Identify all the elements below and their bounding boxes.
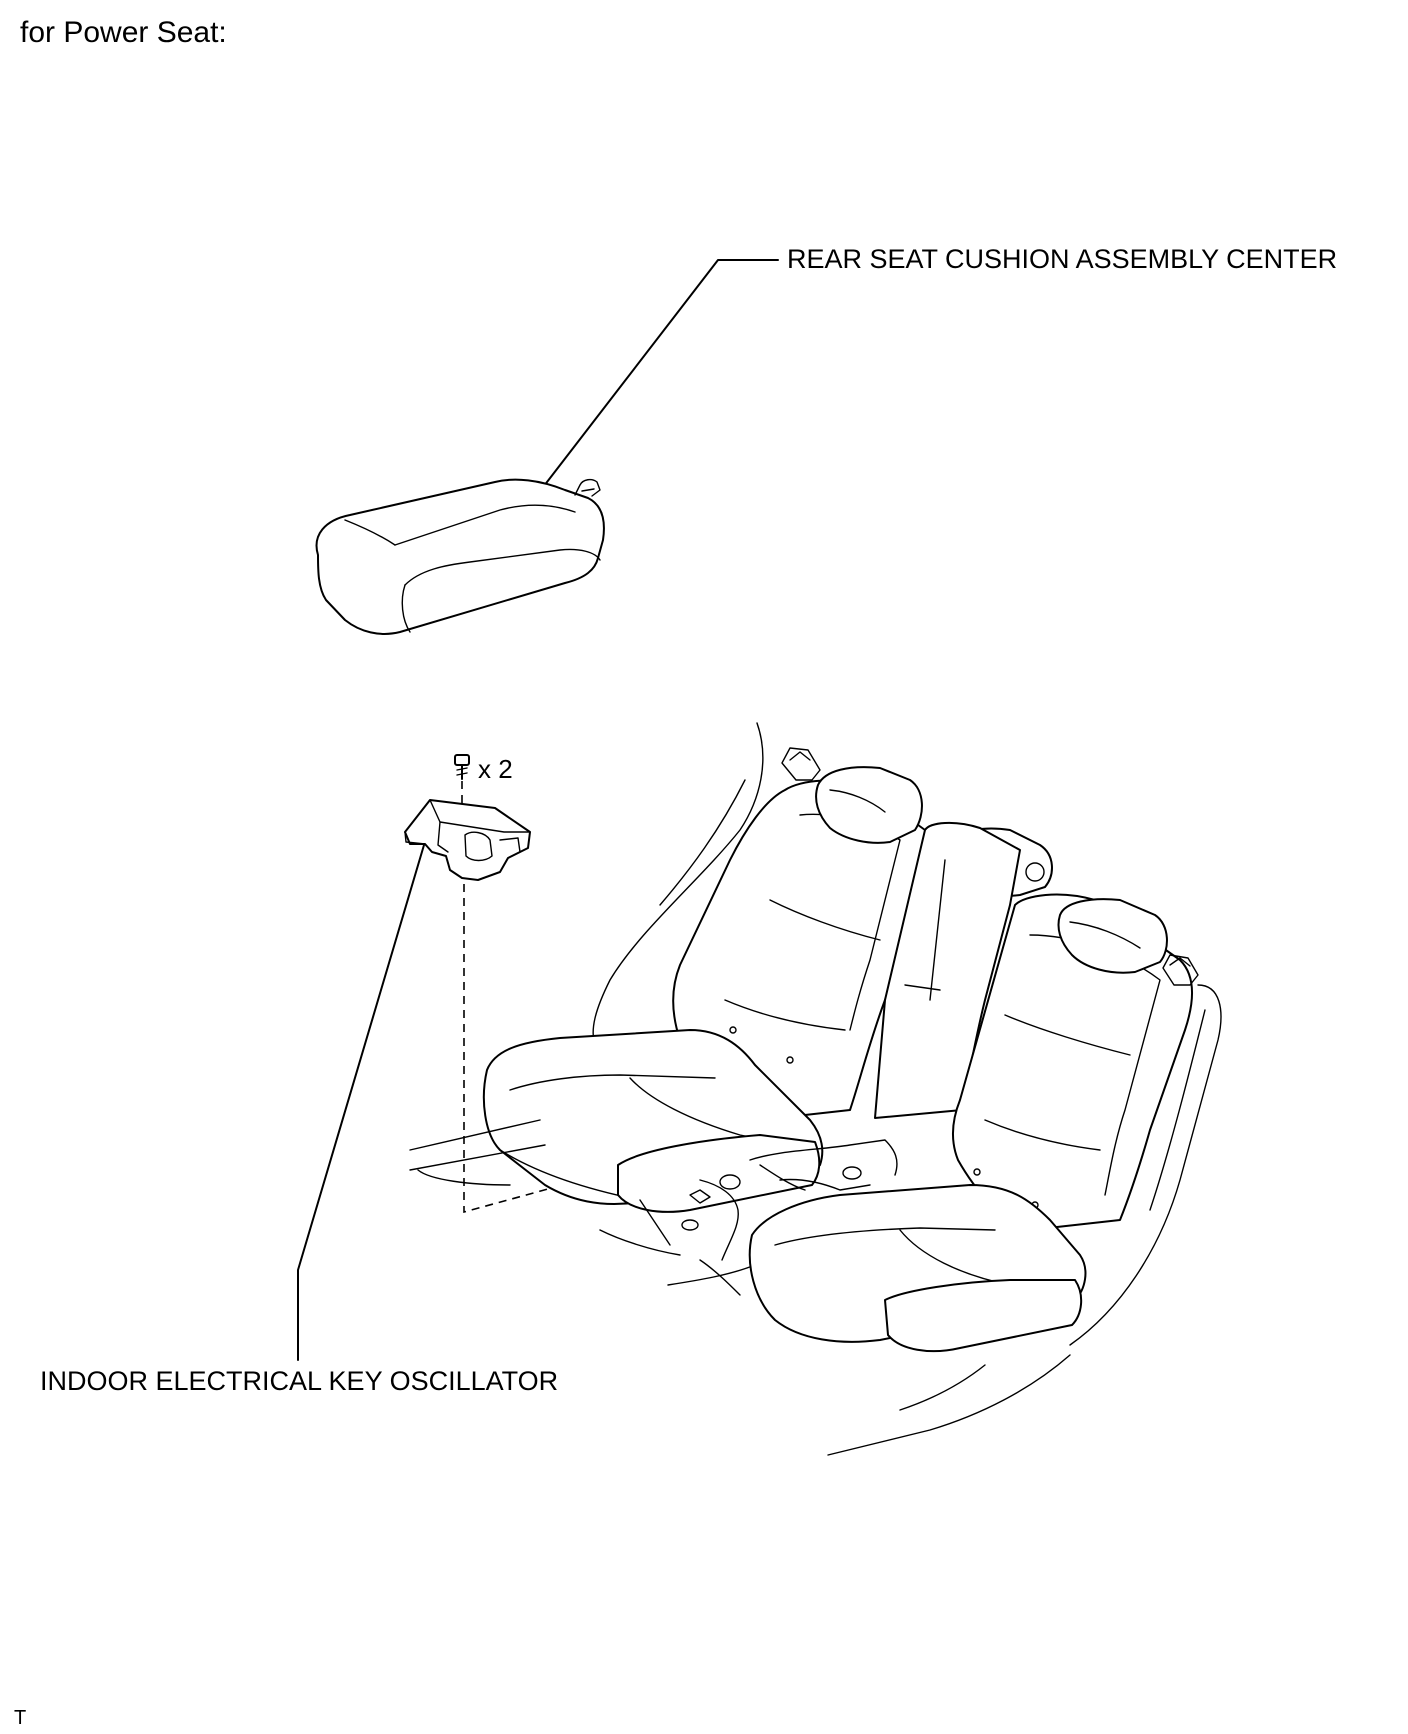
oscillator-leader-line xyxy=(297,844,425,1361)
cushion-label: REAR SEAT CUSHION ASSEMBLY CENTER xyxy=(787,244,1338,274)
oscillator-label: INDOOR ELECTRICAL KEY OSCILLATOR xyxy=(40,1366,559,1396)
bolt-quantity-label: x 2 xyxy=(478,754,513,784)
page-heading: for Power Seat: xyxy=(20,16,227,49)
footer-mark: T xyxy=(14,1707,27,1729)
bolt-icon xyxy=(454,754,470,780)
rear-seat-assembly xyxy=(409,722,1222,1456)
key-oscillator-part xyxy=(297,754,706,1361)
cushion-leader-line xyxy=(536,259,779,496)
rear-seat-cushion-center xyxy=(315,259,779,635)
